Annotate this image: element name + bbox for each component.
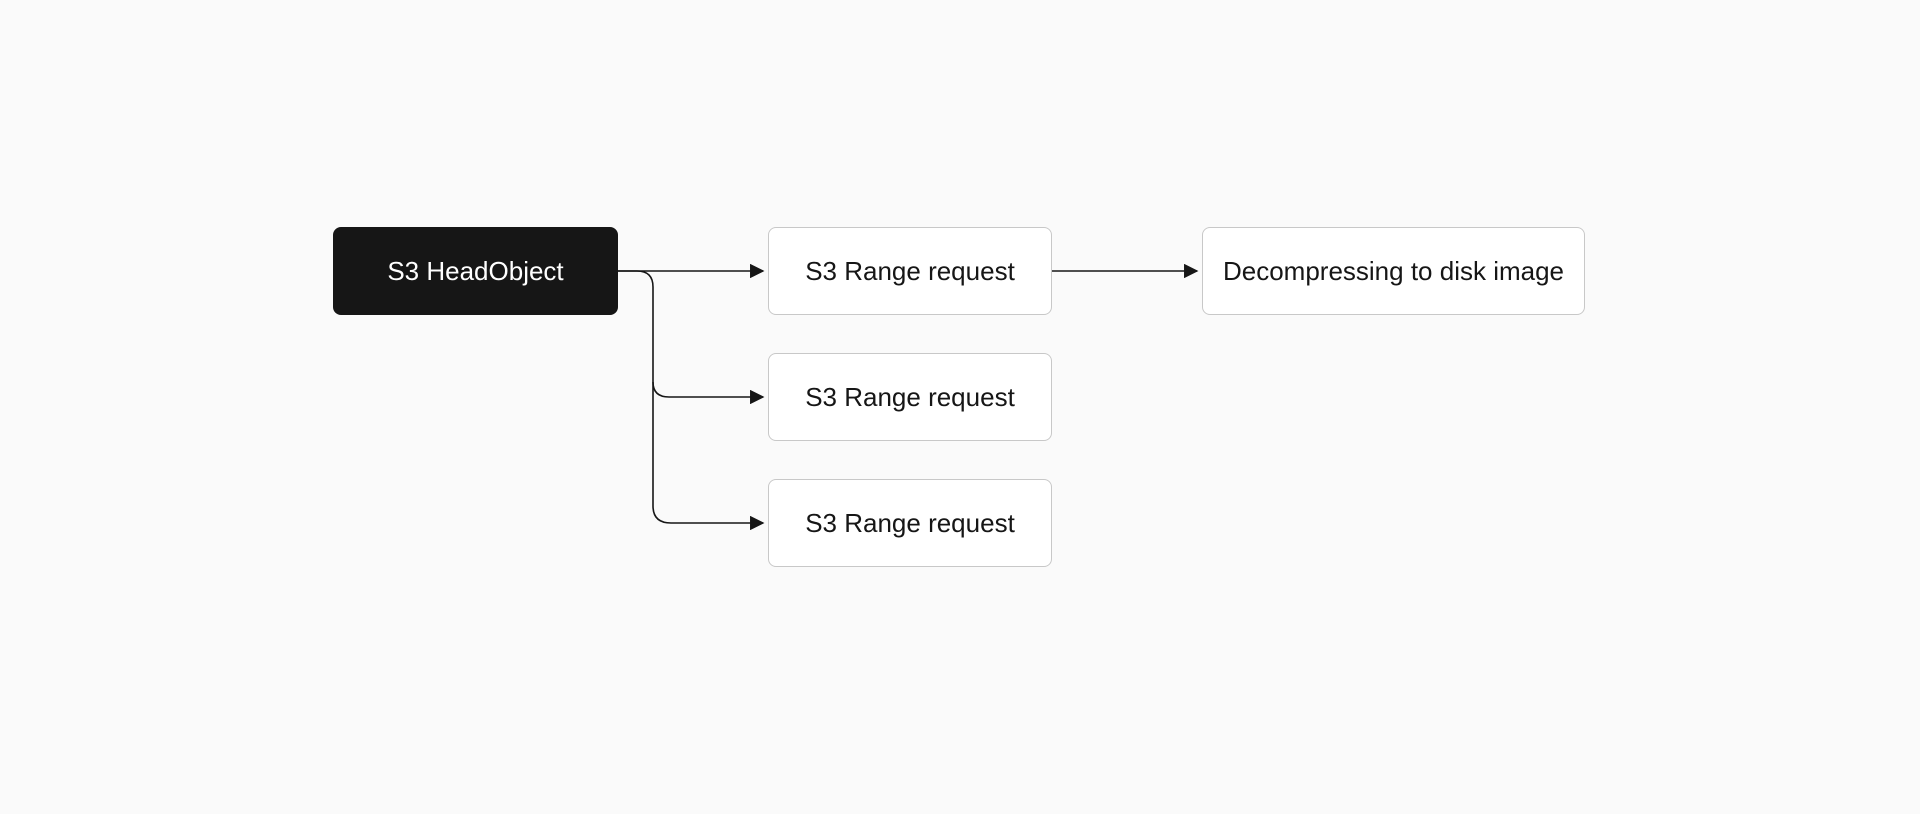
node-decompressing-to-disk-image: Decompressing to disk image [1202,227,1585,315]
edge-head-to-range-2 [618,270,765,405]
node-s3-range-request-1: S3 Range request [768,227,1052,315]
node-s3-headobject: S3 HeadObject [333,227,618,315]
node-s3-range-request-2: S3 Range request [768,353,1052,441]
node-label: S3 Range request [805,507,1015,538]
node-label: S3 HeadObject [387,255,564,286]
node-label: Decompressing to disk image [1222,255,1565,286]
node-s3-range-request-3: S3 Range request [768,479,1052,567]
node-label: S3 Range request [805,381,1015,412]
edge-head-to-range-3 [652,382,765,531]
node-label: S3 Range request [805,255,1015,286]
